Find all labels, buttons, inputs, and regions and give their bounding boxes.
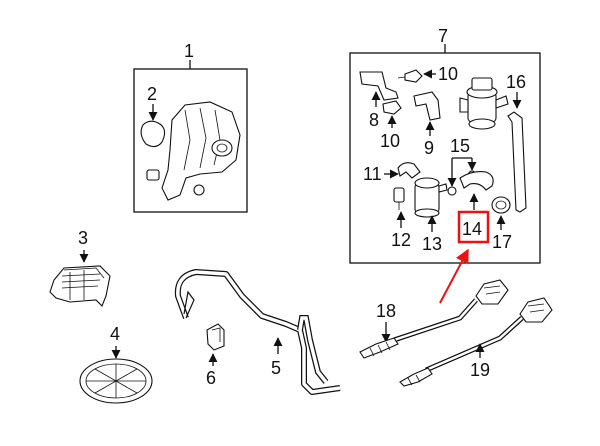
label-9: 9	[424, 138, 434, 158]
label-10b: 10	[380, 131, 400, 151]
part-15-callout: 15	[447, 136, 477, 196]
part-2-callout: 2	[147, 84, 158, 121]
highlight-arrow	[439, 248, 469, 304]
label-11: 11	[363, 164, 382, 184]
bracket-8: 8	[359, 71, 399, 130]
label-2: 2	[147, 84, 157, 104]
label-5: 5	[271, 358, 281, 378]
label-16: 16	[506, 72, 526, 92]
part-7-box: 7	[349, 26, 541, 264]
hose-14: 14	[457, 171, 494, 244]
label-12: 12	[391, 230, 411, 250]
label-6: 6	[206, 368, 216, 388]
hose-11: 11	[363, 162, 421, 184]
part-6: 6	[206, 323, 225, 388]
label-18: 18	[376, 301, 396, 321]
part-4: 4	[79, 324, 153, 404]
sensor-12: 12	[391, 187, 411, 250]
label-13: 13	[422, 234, 442, 254]
hose-16: 16	[506, 72, 527, 213]
label-14: 14	[462, 219, 482, 239]
solenoid-valve	[459, 77, 509, 130]
label-17: 17	[492, 232, 512, 252]
clamp-17: 17	[491, 196, 512, 252]
label-8: 8	[369, 110, 379, 130]
part-5-pipe: 5	[174, 269, 341, 395]
valve-10-bottom: 10	[380, 100, 402, 151]
filter-13: 13	[414, 177, 448, 254]
label-15: 15	[450, 136, 470, 156]
part-1-box: 1	[133, 41, 248, 213]
highlight-box-14	[457, 210, 490, 244]
part-3: 3	[49, 228, 111, 307]
label-7: 7	[438, 26, 448, 46]
label-3: 3	[78, 228, 88, 248]
part-19-sensor: 19	[399, 297, 553, 387]
air-pump-illustration	[140, 101, 241, 201]
label-19: 19	[470, 360, 490, 380]
label-4: 4	[110, 324, 120, 344]
label-1: 1	[184, 41, 194, 61]
bracket-9: 9	[413, 91, 441, 158]
part-18-sensor: 18	[359, 279, 509, 359]
valve-10-top: 10	[397, 64, 458, 84]
label-10a: 10	[438, 64, 458, 84]
